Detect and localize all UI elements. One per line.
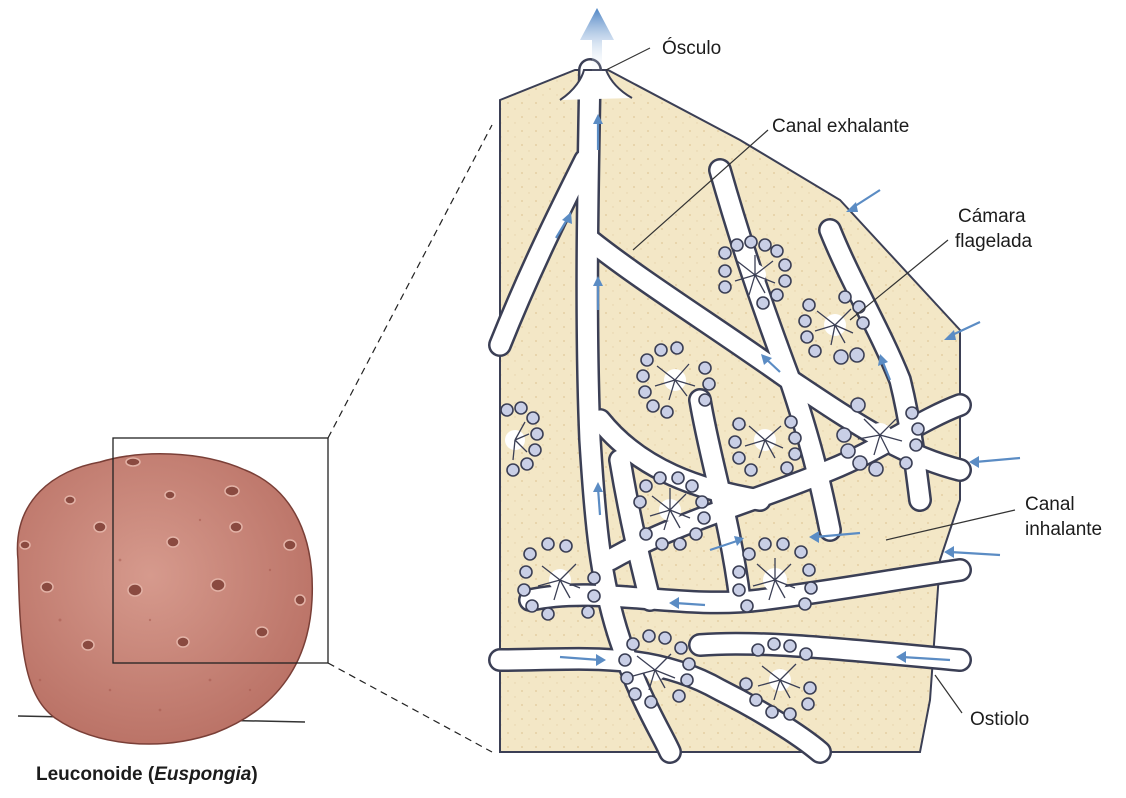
label-camara-line1: Cámara bbox=[958, 205, 1026, 228]
caption-suffix: ) bbox=[251, 764, 257, 785]
zoom-line-bottom bbox=[328, 663, 492, 752]
label-inhalante-line1: Canal bbox=[1025, 493, 1075, 516]
enlarged-section bbox=[500, 8, 1020, 752]
label-canal-exhalante: Canal exhalante bbox=[772, 115, 909, 138]
label-ostiolo: Ostiolo bbox=[970, 708, 1029, 731]
sponge-outline bbox=[17, 454, 312, 744]
label-osculo: Ósculo bbox=[662, 37, 721, 60]
sponge-body bbox=[17, 454, 312, 744]
caption-genus: Euspongia bbox=[154, 764, 251, 785]
zoom-line-top bbox=[328, 125, 492, 438]
label-camara-line2: flagelada bbox=[955, 230, 1032, 253]
label-inhalante-line2: inhalante bbox=[1025, 518, 1102, 541]
figure-caption: Leuconoide (Euspongia) bbox=[36, 764, 258, 786]
caption-prefix: Leuconoide ( bbox=[36, 764, 154, 785]
